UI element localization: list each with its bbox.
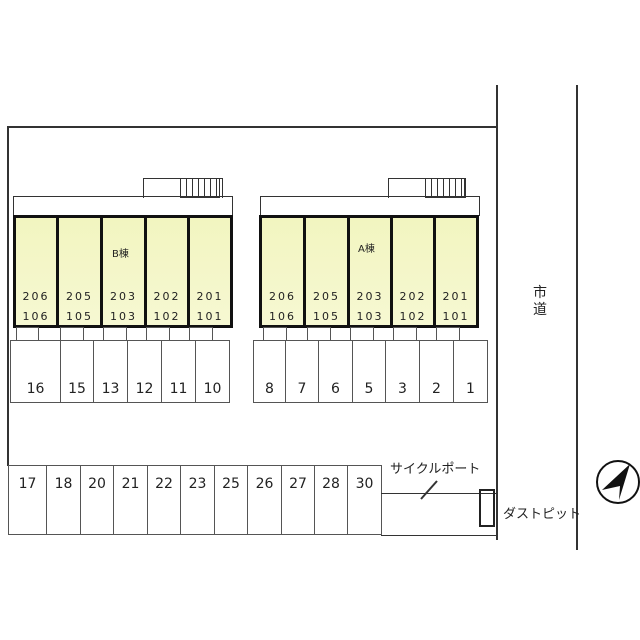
parking-space: 1 (453, 340, 488, 403)
unit-number: 206 (269, 290, 296, 303)
parking-space: 17 (8, 465, 47, 535)
cycle-port-label: サイクルポート (390, 462, 481, 477)
cycle-port (381, 493, 497, 536)
parking-space: 30 (347, 465, 382, 535)
balcony (103, 327, 127, 341)
parking-space: 16 (10, 340, 61, 403)
unit: 205 105 (303, 215, 350, 328)
parking-space: 21 (113, 465, 148, 535)
site-boundary-left (7, 126, 9, 466)
unit: 203 103 (347, 215, 393, 328)
unit: 206 106 (259, 215, 306, 328)
unit-number: 202 (153, 290, 181, 303)
parking-space: 22 (147, 465, 181, 535)
balcony (307, 327, 331, 341)
unit-number: 103 (356, 310, 384, 323)
parking-space: 20 (80, 465, 114, 535)
parking-space: 25 (214, 465, 248, 535)
unit-number: 102 (153, 310, 181, 323)
parking-space: 28 (314, 465, 348, 535)
balcony (350, 327, 374, 341)
unit-number: 106 (22, 310, 50, 323)
balcony (16, 327, 39, 341)
parking-space: 8 (253, 340, 286, 403)
balcony (263, 327, 287, 341)
unit-number: 103 (110, 310, 137, 323)
unit: 206 106 (13, 215, 59, 328)
road-label: 市道 (533, 285, 547, 318)
balcony (189, 327, 213, 341)
b-stairs (180, 178, 220, 198)
a-corridor (260, 196, 480, 216)
balcony (60, 327, 84, 341)
unit-number: 206 (22, 290, 50, 303)
parking-space: 3 (385, 340, 420, 403)
parking-space: 27 (281, 465, 315, 535)
unit-number: 205 (66, 290, 93, 303)
parking-space: 13 (93, 340, 128, 403)
unit-number: 201 (196, 290, 224, 303)
unit: 202 102 (390, 215, 436, 328)
balcony (393, 327, 417, 341)
unit-number: 105 (313, 310, 340, 323)
parking-space: 5 (352, 340, 386, 403)
building-label: B棟 (112, 249, 129, 260)
parking-space: 15 (60, 340, 94, 403)
parking-space: 11 (161, 340, 196, 403)
unit-number: 101 (442, 310, 470, 323)
parking-space: 23 (180, 465, 215, 535)
unit-number: 203 (356, 290, 384, 303)
north-arrow-icon (596, 460, 640, 504)
road-edge (576, 85, 578, 550)
site-boundary-right (496, 85, 498, 540)
parking-space: 7 (285, 340, 319, 403)
unit-number: 106 (269, 310, 296, 323)
unit: 203 103 (100, 215, 147, 328)
unit-number: 203 (110, 290, 137, 303)
parking-space: 6 (318, 340, 353, 403)
unit-number: 201 (442, 290, 470, 303)
unit-number: 105 (66, 310, 93, 323)
unit-number: 102 (399, 310, 427, 323)
unit-number: 101 (196, 310, 224, 323)
unit-number: 205 (313, 290, 340, 303)
b-corridor (13, 196, 233, 216)
leader-line (420, 480, 438, 500)
unit: 201 101 (187, 215, 233, 328)
unit: 205 105 (56, 215, 103, 328)
parking-space: 26 (247, 465, 282, 535)
building-label: A棟 (358, 244, 375, 255)
parking-space: 2 (419, 340, 454, 403)
dust-pit (479, 489, 495, 527)
parking-space: 10 (195, 340, 230, 403)
unit: 202 102 (144, 215, 190, 328)
unit: 201 101 (433, 215, 479, 328)
dust-pit-label: ダストピット (503, 507, 582, 522)
balcony (146, 327, 170, 341)
parking-space: 18 (46, 465, 81, 535)
site-boundary-top (8, 126, 497, 128)
parking-space: 12 (127, 340, 162, 403)
unit-number: 202 (399, 290, 427, 303)
a-stairs (425, 178, 465, 198)
balcony (436, 327, 460, 341)
